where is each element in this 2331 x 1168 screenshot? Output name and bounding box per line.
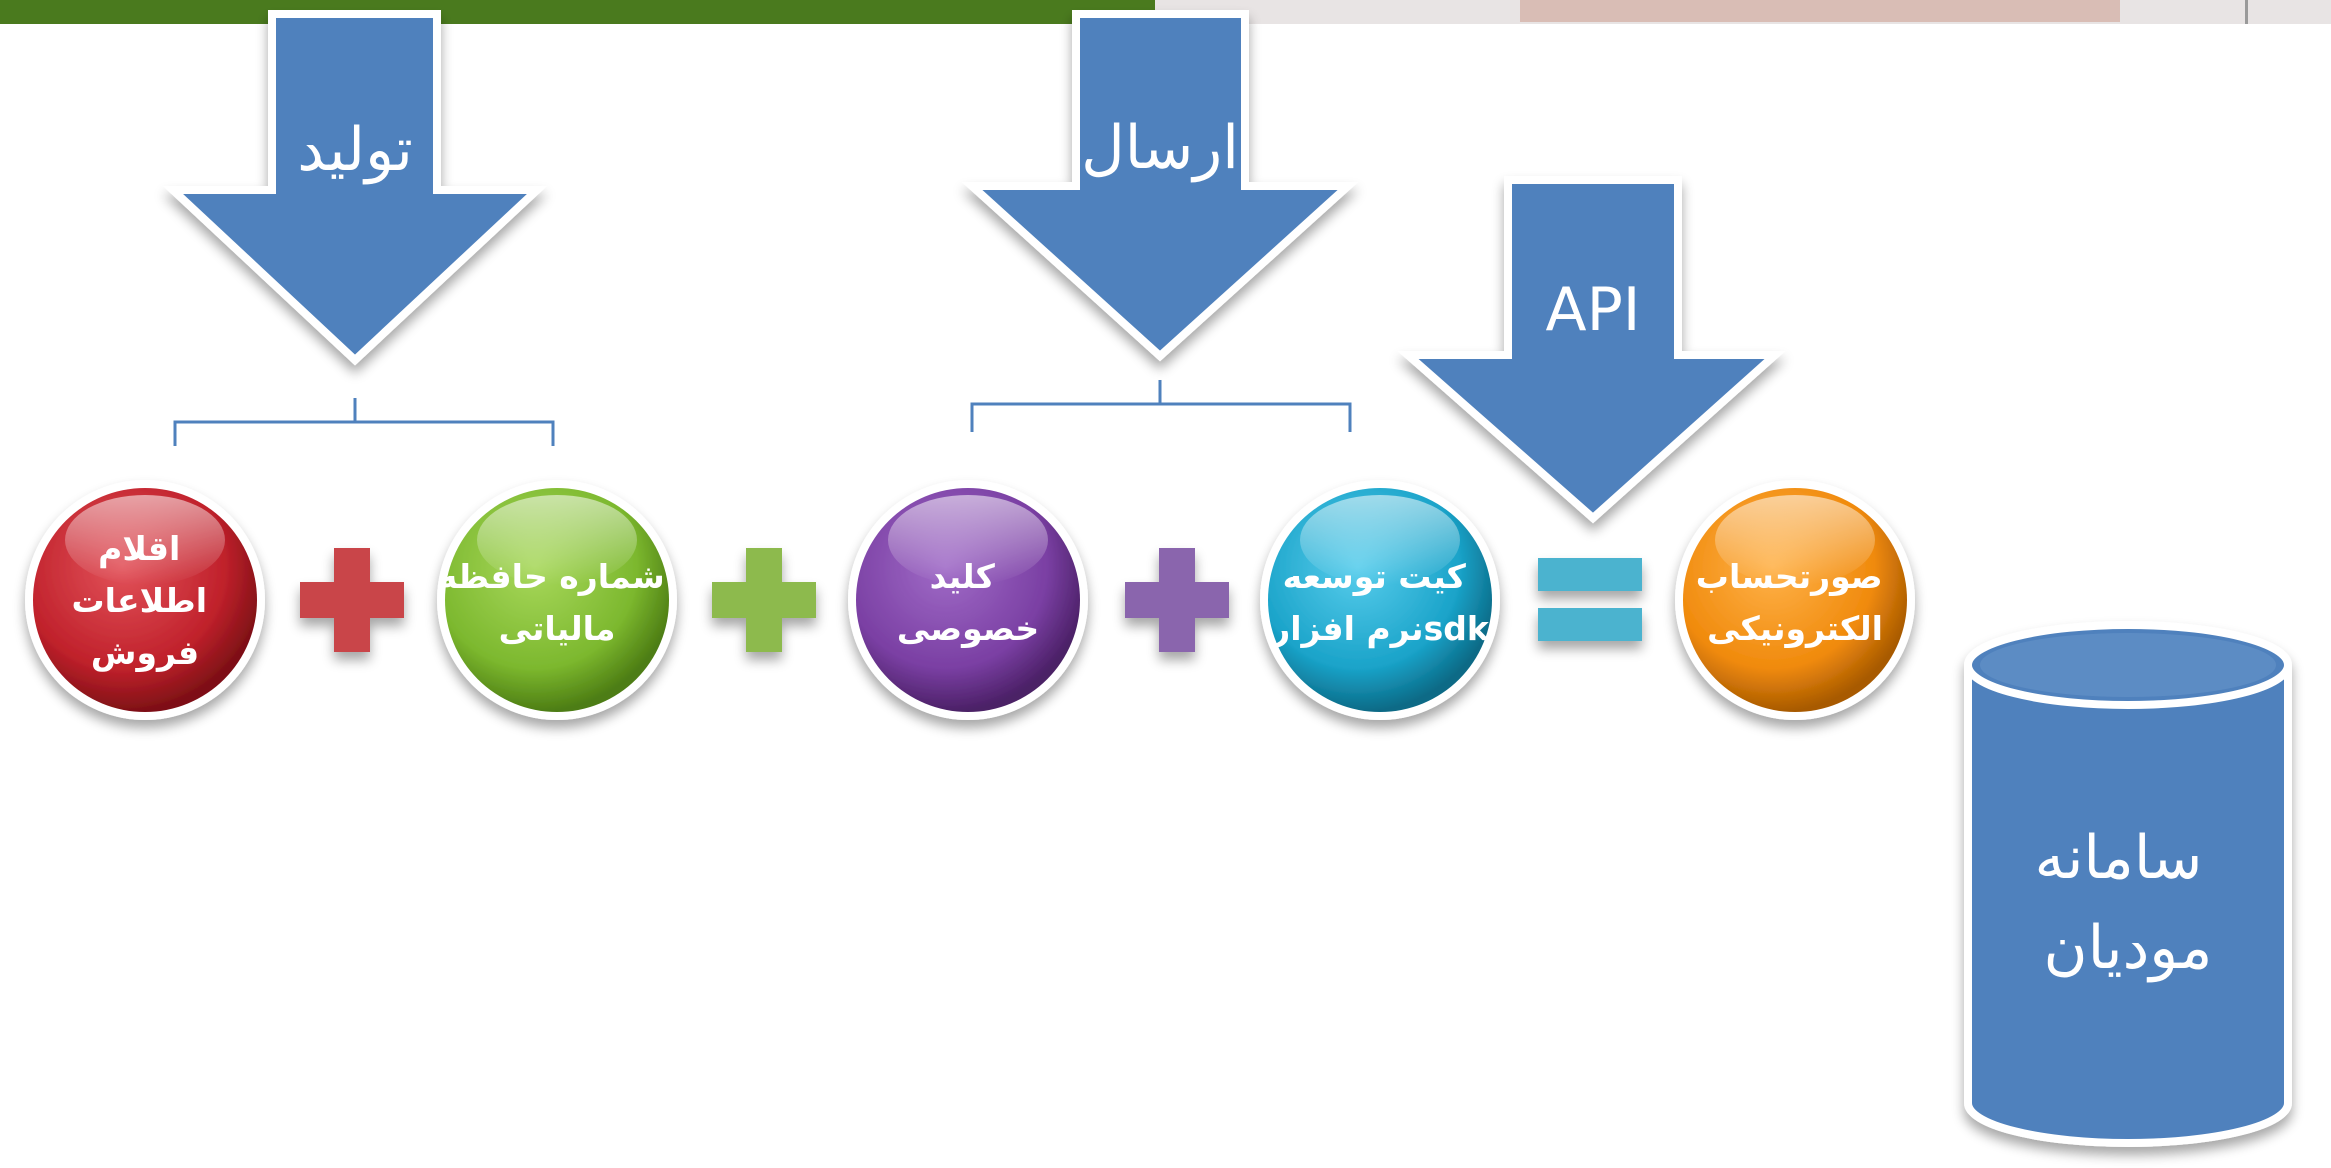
top-photo-accent [1520, 0, 2120, 22]
api-label: API [1546, 275, 1641, 345]
node-sales-items [25, 480, 265, 720]
private-key-label: کلید خصوصی [897, 557, 1039, 649]
e-invoice-label: صورتحساب الکترونیکی [1696, 557, 1894, 649]
sales-items-label: اقلام اطلاعات فروش [71, 529, 218, 673]
taxpayer-system-label: سامانه مودیان [2035, 823, 2222, 983]
node-sdk [1260, 480, 1500, 720]
taxpayer-system-cylinder [1964, 621, 2292, 1147]
top-photo-divider [2245, 0, 2248, 24]
send-label: ارسال [1081, 113, 1239, 183]
api-arrow [1397, 176, 1786, 524]
tax-memory-id-label: شماره حافظه مالیاتی [438, 557, 676, 648]
send-bracket [970, 380, 1352, 432]
produce-bracket [173, 398, 555, 446]
node-e-invoice [1675, 480, 1915, 720]
sdk-label: کیت توسعه نرم افزارsdk [1269, 557, 1490, 649]
plus-sign-2 [712, 548, 816, 652]
top-banner [0, 0, 2331, 24]
top-green-bar [0, 0, 1155, 24]
node-private-key [848, 480, 1088, 720]
node-tax-memory-id [437, 480, 677, 720]
send-arrow [961, 10, 1359, 362]
produce-label: تولید [297, 115, 413, 185]
equals-sign [1538, 558, 1642, 641]
plus-sign-3 [1125, 548, 1229, 652]
plus-sign-1 [300, 548, 404, 652]
produce-arrow [162, 10, 548, 366]
